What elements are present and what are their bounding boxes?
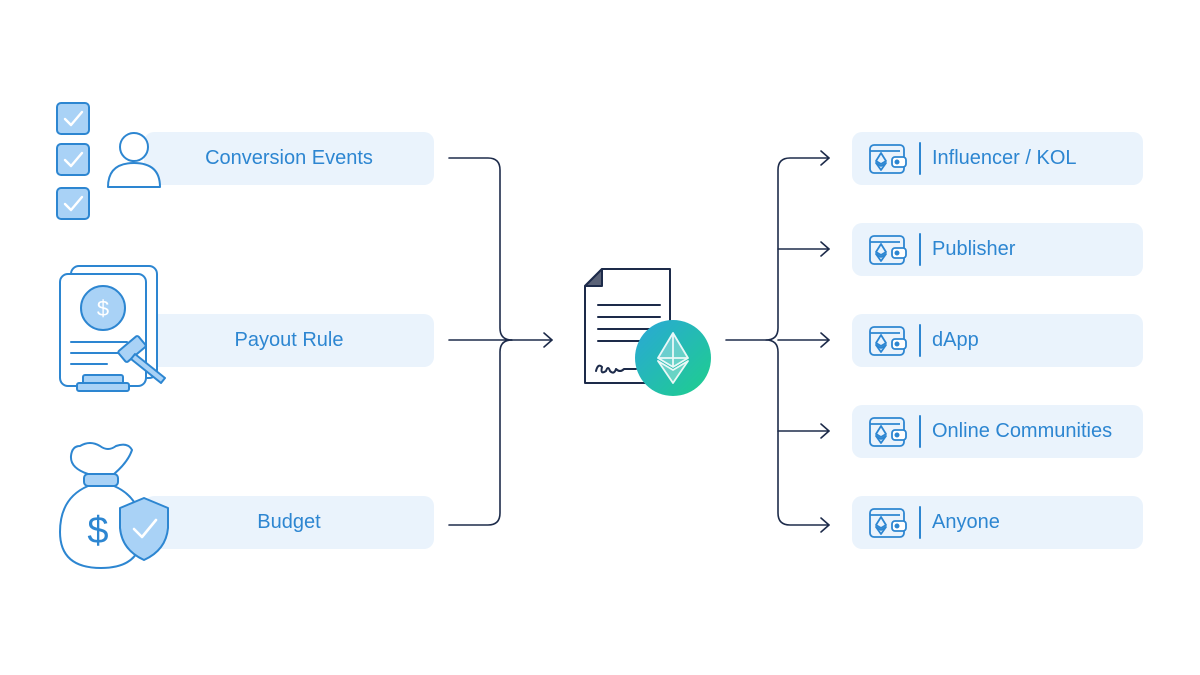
eth-wallet-icon: [869, 326, 907, 356]
money-bag-shield-icon: $: [59, 442, 169, 569]
payout-rule-box: Payout Rule: [144, 314, 434, 367]
conversion-events-label: Conversion Events: [205, 147, 373, 169]
output-label: Anyone: [932, 511, 1000, 533]
divider: [919, 324, 921, 357]
budget-box: Budget: [144, 496, 434, 549]
divider: [919, 142, 921, 175]
divider: [919, 415, 921, 448]
output-anyone: Anyone: [852, 496, 1143, 549]
payout-document-gavel-icon: $: [59, 265, 166, 392]
smart-contract-ethereum-icon: [584, 268, 711, 396]
eth-wallet-icon: [869, 144, 907, 174]
output-label: Influencer / KOL: [932, 147, 1077, 169]
budget-label: Budget: [257, 511, 321, 533]
conversion-events-box: Conversion Events: [144, 132, 434, 185]
output-label: Online Communities: [932, 420, 1113, 442]
output-label: Publisher: [932, 238, 1016, 260]
user-checklist-icon: [56, 102, 161, 220]
eth-wallet-icon: [869, 235, 907, 265]
divider: [919, 233, 921, 266]
divider: [919, 506, 921, 539]
eth-wallet-icon: [869, 508, 907, 538]
output-online-communities: Online Communities: [852, 405, 1143, 458]
output-label: dApp: [932, 329, 979, 351]
eth-wallet-icon: [869, 417, 907, 447]
svg-text:$: $: [87, 510, 108, 552]
output-influencer-kol: Influencer / KOL: [852, 132, 1143, 185]
payout-rule-label: Payout Rule: [234, 329, 344, 351]
output-dapp: dApp: [852, 314, 1143, 367]
output-publisher: Publisher: [852, 223, 1143, 276]
svg-text:$: $: [97, 296, 109, 321]
